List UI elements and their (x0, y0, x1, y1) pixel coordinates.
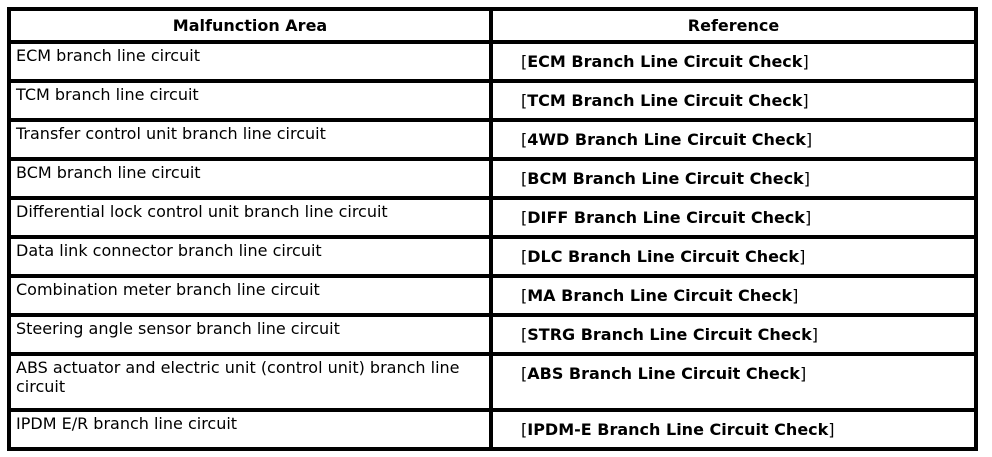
malfunction-area-cell: Data link connector branch line circuit (7, 235, 493, 278)
reference-link[interactable]: DLC Branch Line Circuit Check (527, 247, 800, 266)
reference-cell: [4WD Branch Line Circuit Check] (489, 118, 978, 161)
malfunction-area-cell: ECM branch line circuit (7, 40, 493, 83)
bracket-open: [ (521, 286, 528, 305)
table-row: IPDM E/R branch line circuit [IPDM-E Bra… (7, 408, 978, 451)
bracket-open: [ (521, 91, 528, 110)
table-row: ECM branch line circuit [ECM Branch Line… (7, 40, 978, 83)
bracket-close: ] (805, 130, 813, 149)
reference-link[interactable]: BCM Branch Line Circuit Check (527, 169, 804, 188)
bracket-open: [ (521, 130, 528, 149)
reference-cell: [MA Branch Line Circuit Check] (489, 274, 978, 317)
malfunction-reference-table: Malfunction Area Reference ECM branch li… (7, 7, 978, 451)
reference-link[interactable]: STRG Branch Line Circuit Check (527, 325, 812, 344)
table-row: BCM branch line circuit [BCM Branch Line… (7, 157, 978, 200)
bracket-open: [ (521, 247, 528, 266)
table-row: Transfer control unit branch line circui… (7, 118, 978, 161)
table-row: Data link connector branch line circuit … (7, 235, 978, 278)
table-row: Combination meter branch line circuit [M… (7, 274, 978, 317)
table-row: Steering angle sensor branch line circui… (7, 313, 978, 356)
reference-cell: [DIFF Branch Line Circuit Check] (489, 196, 978, 239)
bracket-open: [ (521, 169, 528, 188)
reference-link[interactable]: TCM Branch Line Circuit Check (527, 91, 803, 110)
malfunction-area-cell: BCM branch line circuit (7, 157, 493, 200)
bracket-open: [ (521, 325, 528, 344)
bracket-close: ] (792, 286, 799, 305)
bracket-close: ] (803, 169, 810, 188)
header-row: Malfunction Area Reference (7, 7, 978, 44)
bracket-close: ] (828, 420, 835, 439)
reference-link[interactable]: DIFF Branch Line Circuit Check (527, 208, 805, 227)
malfunction-area-cell: Combination meter branch line circuit (7, 274, 493, 317)
reference-cell: [TCM Branch Line Circuit Check] (489, 79, 978, 122)
reference-cell: [IPDM-E Branch Line Circuit Check] (489, 408, 978, 451)
table-row: ABS actuator and electric unit (control … (7, 352, 978, 412)
table-row: TCM branch line circuit [TCM Branch Line… (7, 79, 978, 122)
malfunction-area-cell: ABS actuator and electric unit (control … (7, 352, 493, 412)
bracket-close: ] (799, 364, 807, 383)
bracket-close: ] (804, 208, 812, 227)
bracket-open: [ (521, 420, 528, 439)
bracket-open: [ (521, 208, 528, 227)
malfunction-area-cell: TCM branch line circuit (7, 79, 493, 122)
malfunction-area-cell: IPDM E/R branch line circuit (7, 408, 493, 451)
bracket-open: [ (521, 364, 528, 383)
bracket-close: ] (811, 325, 818, 344)
reference-cell: [ABS Branch Line Circuit Check] (489, 352, 978, 412)
reference-link[interactable]: IPDM-E Branch Line Circuit Check (527, 420, 829, 439)
reference-cell: [DLC Branch Line Circuit Check] (489, 235, 978, 278)
table-row: Differential lock control unit branch li… (7, 196, 978, 239)
malfunction-area-cell: Steering angle sensor branch line circui… (7, 313, 493, 356)
column-header-malfunction-area: Malfunction Area (7, 7, 493, 44)
reference-link[interactable]: 4WD Branch Line Circuit Check (527, 130, 806, 149)
reference-link[interactable]: ECM Branch Line Circuit Check (527, 52, 803, 71)
malfunction-area-cell: Transfer control unit branch line circui… (7, 118, 493, 161)
column-header-reference: Reference (489, 7, 978, 44)
reference-link[interactable]: ABS Branch Line Circuit Check (527, 364, 800, 383)
malfunction-area-cell: Differential lock control unit branch li… (7, 196, 493, 239)
bracket-open: [ (521, 52, 528, 71)
reference-cell: [STRG Branch Line Circuit Check] (489, 313, 978, 356)
bracket-close: ] (802, 91, 809, 110)
bracket-close: ] (802, 52, 809, 71)
reference-link[interactable]: MA Branch Line Circuit Check (527, 286, 793, 305)
reference-cell: [ECM Branch Line Circuit Check] (489, 40, 978, 83)
bracket-close: ] (799, 247, 806, 266)
reference-cell: [BCM Branch Line Circuit Check] (489, 157, 978, 200)
